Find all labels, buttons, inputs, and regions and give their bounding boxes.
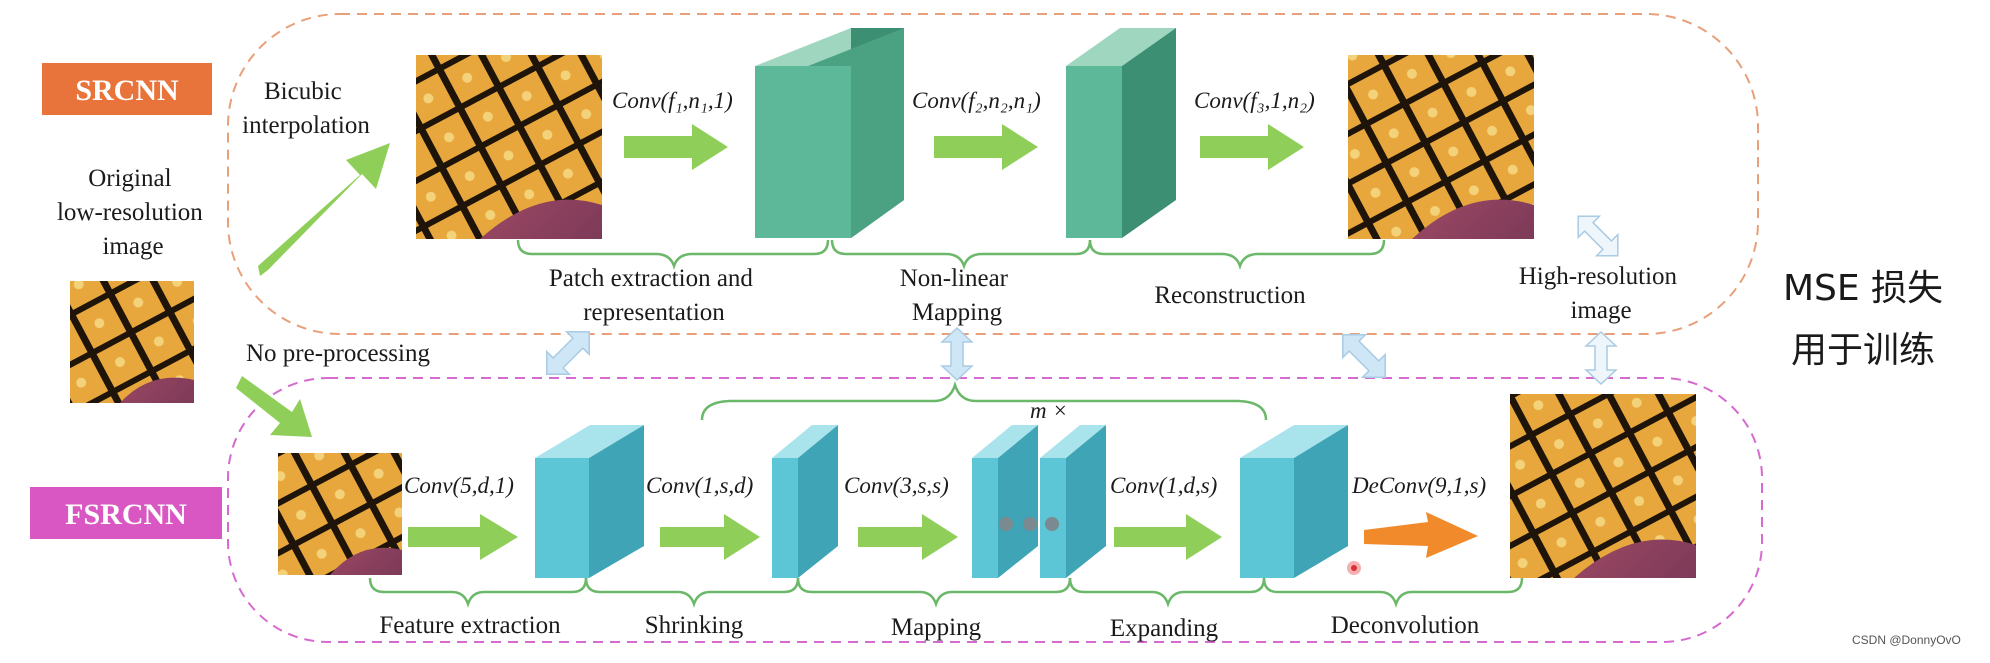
fsrcnn-conv-shrink-arrow [660,514,760,560]
fsrcnn-brace-shrink [584,577,800,608]
stage-patch-label: Patch extraction and representation [549,265,759,326]
fsrcnn-tag: FSRCNN [30,487,222,539]
correspondence-arrow-4 [1577,215,1619,257]
fsrcnn-conv-shrink-label: Conv(1,s,d) [646,473,753,498]
bicubic-arrow [258,143,390,276]
stage-shrinking-label: Shrinking [645,612,744,639]
correspondence-arrow-1 [546,331,590,375]
srcnn-region [227,13,1759,335]
fsrcnn-brace-feature [368,577,588,608]
fsrcnn-conv-expand-label: Conv(1,d,s) [1110,473,1217,498]
fsrcnn-shrink-block [772,425,838,578]
fsrcnn-brace-deconv [1262,577,1524,608]
srcnn-feature-block [755,28,904,238]
correspondence-arrow-2 [940,326,974,382]
no-preprocessing-label: No pre-processing [246,340,430,367]
fsrcnn-feature-block [535,425,644,578]
svg-text:SRCNN: SRCNN [75,74,179,107]
hr-image-label: High-resolution image [1519,263,1684,324]
stage-nonlinear-label: Non-linear Mapping [900,265,1015,326]
correspondence-arrow-3 [1342,334,1386,378]
srcnn-tag: SRCNN [42,63,212,115]
fsrcnn-map-block-1 [972,425,1038,578]
fsrcnn-conv-expand-arrow [1114,514,1222,560]
srcnn-conv1-label: Conv(f₁,n₁,1) [612,88,733,113]
side-note-line-1: MSE 损失 [1782,268,1944,309]
fsrcnn-conv-feature-label: Conv(5,d,1) [404,473,514,498]
srcnn-conv2-arrow [934,124,1038,170]
repeat-label: m × [1030,398,1068,423]
srcnn-conv2-label: Conv(f₂,n₂,n₁) [912,88,1041,113]
srcnn-conv1-arrow [624,124,728,170]
fsrcnn-brace-expand [1068,577,1266,608]
fsrcnn-hr-image [1510,394,1696,578]
input-butterfly-image [70,281,194,403]
fsrcnn-region [227,377,1763,643]
fsrcnn-conv-feature-arrow [408,514,518,560]
fsrcnn-deconv-arrow [1364,512,1478,558]
side-note: MSE 损失 用于训练 [1748,258,1978,382]
svg-text:FSRCNN: FSRCNN [65,498,187,531]
fsrcnn-deconv-label: DeConv(9,1,s) [1351,473,1486,498]
stage-deconvolution-label: Deconvolution [1331,612,1480,639]
correspondence-arrow-5 [1584,330,1618,386]
srcnn-lr-image [416,55,602,239]
fsrcnn-lr-image [278,453,402,575]
srcnn-brace-mapping [830,239,1092,270]
cursor-indicator-center [1351,565,1357,571]
fsrcnn-conv-map-label: Conv(3,s,s) [844,473,949,498]
stage-reconstruction-label: Reconstruction [1154,282,1306,309]
fsrcnn-conv-map-arrow [858,514,958,560]
no-preprocessing-arrow [236,376,312,437]
stage-mapping-label: Mapping [891,614,982,641]
srcnn-brace-patch [516,239,830,270]
side-note-line-2: 用于训练 [1790,330,1935,371]
fsrcnn-map-block-2 [1040,425,1106,578]
bicubic-label: Bicubic interpolation [242,78,370,139]
stage-feature-extraction-label: Feature extraction [379,612,561,639]
repeat-brace [700,380,1268,421]
fsrcnn-brace-mapping [796,577,1072,608]
srcnn-hr-image [1348,55,1534,239]
stage-expanding-label: Expanding [1110,615,1219,642]
srcnn-brace-reconstruction [1088,239,1386,270]
srcnn-conv3-label: Conv(f₃,1,n₂) [1194,88,1315,113]
repeat-dots [999,517,1059,531]
watermark: CSDN @DonnyOvO [1852,633,1961,647]
srcnn-conv3-arrow [1200,124,1304,170]
srcnn-mapping-block [1066,28,1176,238]
input-label: Original low-resolution image [57,165,209,260]
fsrcnn-expand-block [1240,425,1348,578]
